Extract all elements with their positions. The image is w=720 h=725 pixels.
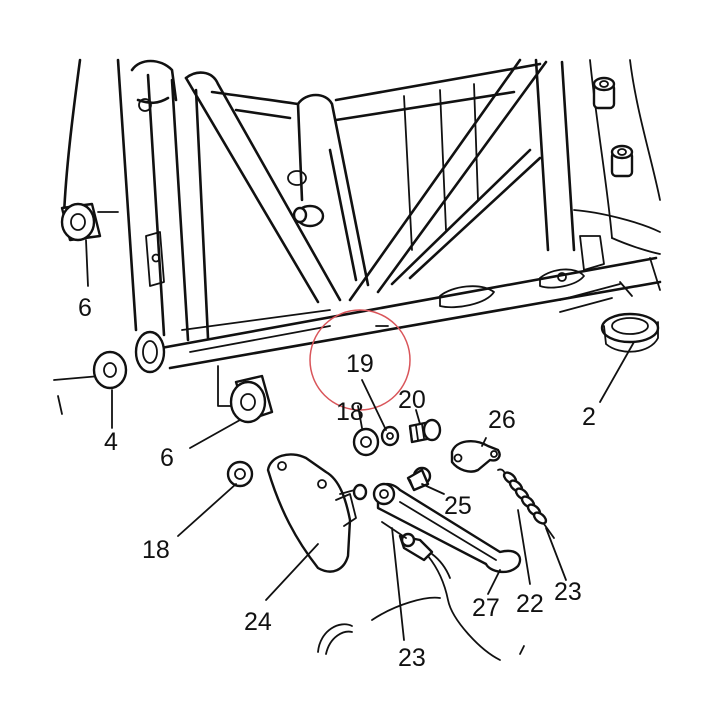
callout-26: 26 [488, 406, 516, 434]
washer-6-upper [60, 202, 102, 242]
callout-19: 19 [346, 350, 374, 378]
washer-19 [380, 425, 400, 447]
callout-2: 2 [582, 403, 596, 431]
callout-22: 22 [516, 590, 544, 618]
frame-assembly [53, 58, 662, 415]
leader-lines [85, 239, 635, 641]
wire-loop [317, 596, 525, 655]
callout-27: 27 [472, 594, 500, 622]
callout-20: 20 [398, 386, 426, 414]
washer-18-left [226, 460, 254, 488]
callout-25: 25 [444, 492, 472, 520]
washer-4 [92, 350, 128, 390]
callout-6-lower: 6 [160, 444, 174, 472]
callout-6-upper: 6 [78, 294, 92, 322]
callout-18-right: 18 [336, 398, 364, 426]
bracket-26 [450, 440, 501, 473]
bolt-20 [408, 418, 442, 444]
callout-23-bottom: 23 [398, 644, 426, 672]
callout-18-left: 18 [142, 536, 170, 564]
spring-22 [497, 468, 555, 539]
switch-23 [381, 521, 501, 661]
callout-4: 4 [104, 428, 118, 456]
callout-24: 24 [244, 608, 272, 636]
washer-6-lower [229, 374, 274, 424]
washer-2 [600, 312, 660, 353]
washer-18-right [352, 427, 380, 457]
sidestand-27 [372, 482, 522, 574]
callout-labels: 6 4 6 2 19 18 20 26 25 18 24 27 22 23 23 [78, 294, 596, 672]
callout-23-right: 23 [554, 578, 582, 606]
highlight-circle [309, 309, 411, 411]
mounting-plate-24 [266, 453, 357, 573]
stud-bolt [339, 483, 368, 501]
